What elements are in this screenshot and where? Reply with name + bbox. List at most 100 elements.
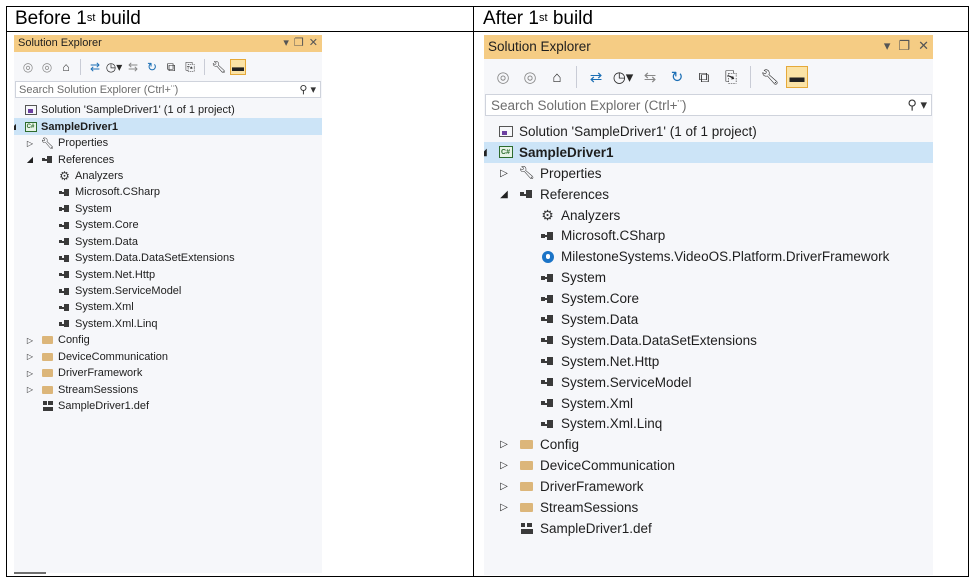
tree-item[interactable]: ◢References: [484, 184, 933, 205]
tree-item-label: System.Net.Http: [75, 268, 156, 281]
preview-selected-icon[interactable]: ▬: [786, 66, 808, 88]
forward-icon[interactable]: ◎: [41, 60, 53, 74]
tree-item[interactable]: System.ServiceModel: [14, 283, 322, 299]
pending-changes-filter-icon[interactable]: ◷▾: [105, 60, 123, 74]
expand-arrow-icon[interactable]: ▷: [500, 481, 508, 493]
tree-item[interactable]: System.Xml.Linq: [14, 316, 322, 332]
expand-arrow-icon[interactable]: ▷: [26, 352, 34, 362]
reference-icon: [58, 317, 71, 330]
maximize-icon[interactable]: ❐: [898, 38, 911, 53]
tree-item[interactable]: ▷StreamSessions: [484, 497, 933, 518]
tree-item[interactable]: ▷StreamSessions: [14, 381, 322, 397]
dropdown-icon[interactable]: ▾: [883, 38, 891, 53]
close-icon[interactable]: ✕: [918, 38, 929, 53]
tree-item[interactable]: Solution 'SampleDriver1' (1 of 1 project…: [484, 121, 933, 142]
search-box[interactable]: Search Solution Explorer (Ctrl+¨) ⚲ ▾: [15, 81, 321, 98]
tree-item[interactable]: System: [14, 201, 322, 217]
pending-changes-filter-icon[interactable]: ◷▾: [612, 69, 634, 86]
tree-item-label: SampleDriver1.def: [540, 520, 652, 536]
tree-item[interactable]: System.Core: [484, 288, 933, 309]
tree-item[interactable]: MilestoneSystems.VideoOS.Platform.Driver…: [484, 246, 933, 267]
properties-icon[interactable]: 🔧︎: [760, 69, 780, 86]
switch-views-icon[interactable]: ⇄: [589, 69, 603, 86]
search-input[interactable]: Search Solution Explorer (Ctrl+¨): [491, 98, 687, 113]
dropdown-icon[interactable]: ▾: [283, 37, 289, 49]
expand-arrow-icon[interactable]: ▷: [26, 138, 34, 148]
preview-selected-icon[interactable]: ▬: [230, 59, 246, 75]
tree-item-label: SampleDriver1: [41, 120, 119, 133]
tree-item[interactable]: ▷DriverFramework: [14, 365, 322, 381]
tree-item[interactable]: ▷DeviceCommunication: [484, 455, 933, 476]
tree-item[interactable]: Microsoft.CSharp: [484, 225, 933, 246]
reference-icon: [540, 416, 555, 431]
tree-item[interactable]: ▷🔧︎Properties: [14, 135, 322, 151]
tree-item[interactable]: Solution 'SampleDriver1' (1 of 1 project…: [14, 102, 322, 118]
collapse-arrow-icon[interactable]: ◢: [500, 188, 508, 200]
tree-item[interactable]: ▷DeviceCommunication: [14, 349, 322, 365]
expand-arrow-icon[interactable]: ▷: [26, 368, 34, 378]
search-icon[interactable]: ⚲ ▾: [299, 84, 316, 96]
tree-item[interactable]: SampleDriver1.def: [14, 398, 322, 414]
tree-item[interactable]: ⚙Analyzers: [14, 168, 322, 184]
maximize-icon[interactable]: ❐: [293, 37, 304, 49]
tree-item[interactable]: System.Net.Http: [484, 351, 933, 372]
tree-item[interactable]: System.Xml: [484, 393, 933, 414]
tree-item[interactable]: SampleDriver1.def: [484, 518, 933, 539]
home-icon[interactable]: ⌂: [62, 60, 70, 74]
sync-icon[interactable]: ⇆: [643, 69, 657, 86]
forward-icon[interactable]: ◎: [523, 69, 537, 86]
collapse-arrow-icon[interactable]: ◢: [484, 147, 490, 158]
back-icon[interactable]: ◎: [496, 69, 510, 86]
package-icon: [540, 249, 555, 264]
tree-item[interactable]: System.Xml.Linq: [484, 413, 933, 434]
tree-item[interactable]: Microsoft.CSharp: [14, 184, 322, 200]
collapse-arrow-icon[interactable]: ◢: [14, 122, 19, 131]
tree-item-label: System.Data: [561, 311, 639, 327]
show-all-files-icon[interactable]: ⎘: [185, 59, 195, 74]
tree-item[interactable]: System.Core: [14, 217, 322, 233]
refresh-icon[interactable]: ↻: [670, 69, 684, 86]
tree-item[interactable]: ⚙Analyzers: [484, 205, 933, 226]
properties-icon[interactable]: 🔧︎: [211, 60, 227, 74]
expand-arrow-icon[interactable]: ▷: [500, 460, 508, 472]
tree-item[interactable]: ◢References: [14, 151, 322, 167]
tree-item[interactable]: System.ServiceModel: [484, 372, 933, 393]
expand-arrow-icon[interactable]: ▷: [26, 385, 34, 395]
collapse-all-icon[interactable]: ⧉: [166, 59, 176, 74]
search-input[interactable]: Search Solution Explorer (Ctrl+¨): [19, 84, 179, 96]
back-icon[interactable]: ◎: [22, 60, 34, 74]
expand-arrow-icon[interactable]: ▷: [500, 439, 508, 451]
search-box[interactable]: Search Solution Explorer (Ctrl+¨) ⚲ ▾: [485, 94, 932, 116]
close-icon[interactable]: ✕: [308, 37, 318, 49]
search-icon[interactable]: ⚲ ▾: [907, 97, 927, 112]
tree-item[interactable]: System.Data: [14, 234, 322, 250]
tree-item[interactable]: System.Data.DataSetExtensions: [14, 250, 322, 266]
collapse-arrow-icon[interactable]: ◢: [26, 155, 34, 165]
tree-item[interactable]: System.Data.DataSetExtensions: [484, 330, 933, 351]
collapse-all-icon[interactable]: ⧉: [698, 68, 710, 86]
expand-arrow-icon[interactable]: ▷: [500, 501, 508, 513]
expand-arrow-icon[interactable]: ▷: [26, 335, 34, 345]
tree-item[interactable]: System.Xml: [14, 299, 322, 315]
tree-item[interactable]: ◢C#SampleDriver1: [484, 141, 933, 163]
show-all-files-icon[interactable]: ⎘: [724, 68, 737, 86]
tree-item[interactable]: ▷ Config: [484, 434, 933, 455]
panel-title-bar[interactable]: Solution Explorer ▾ ❐ ✕: [484, 35, 933, 59]
switch-views-icon[interactable]: ⇄: [89, 60, 101, 74]
tree-item[interactable]: System: [484, 267, 933, 288]
tree-item-label: Config: [540, 437, 580, 453]
home-icon[interactable]: ⌂: [552, 68, 562, 86]
scrollbar-thumb[interactable]: [14, 572, 46, 574]
solution-tree: Solution 'SampleDriver1' (1 of 1 project…: [14, 102, 322, 414]
tree-item[interactable]: ▷Config: [14, 332, 322, 348]
expand-arrow-icon[interactable]: ▷: [500, 167, 508, 179]
tree-item[interactable]: ▷🔧︎Properties: [484, 163, 933, 184]
tree-item-label: System.Xml.Linq: [75, 317, 158, 330]
tree-item[interactable]: ▷DriverFramework: [484, 476, 933, 497]
tree-item[interactable]: System.Data: [484, 309, 933, 330]
tree-item[interactable]: System.Net.Http: [14, 266, 322, 282]
sync-icon[interactable]: ⇆: [127, 60, 139, 74]
tree-item[interactable]: ◢C#SampleDriver1: [14, 118, 322, 135]
refresh-icon[interactable]: ↻: [146, 60, 158, 74]
panel-title-bar[interactable]: Solution Explorer ▾ ❐ ✕: [14, 35, 322, 52]
